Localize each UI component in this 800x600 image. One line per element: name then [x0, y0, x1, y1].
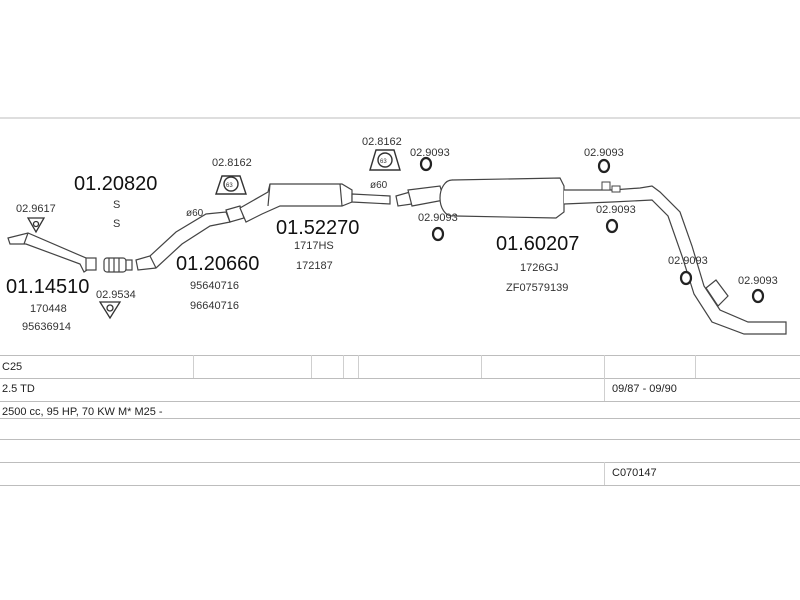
- rear-silencer-ref-2: ZF07579139: [506, 282, 568, 294]
- dia-a-label: ø60: [186, 208, 204, 219]
- front-pipe-drawing: [7, 232, 97, 273]
- intermediate-note-1: S: [113, 199, 120, 211]
- intermediate-note-2: S: [113, 218, 120, 230]
- flange-gasket-icon: [98, 301, 122, 320]
- front-pipe-number: 01.14510: [6, 276, 89, 298]
- front-gasket-label: 02.9617: [16, 203, 56, 215]
- rubber-5-label: 02.9093: [668, 255, 708, 267]
- dia-b-label: ø60: [370, 180, 388, 191]
- middle-silencer-ref-1: 1717HS: [294, 240, 334, 252]
- mid-pipe-ref-2: 96640716: [190, 300, 239, 312]
- flange-gasket-label: 02.9534: [96, 289, 136, 301]
- mid-pipe-ref-1: 95640716: [190, 280, 239, 292]
- middle-silencer-ref-2: 172187: [296, 260, 333, 272]
- rubber-4-label: 02.9093: [596, 204, 636, 216]
- connector-pipe-drawing: [395, 185, 445, 207]
- mid-pipe-number: 01.20660: [176, 253, 259, 275]
- flex-coupling-drawing: [103, 257, 133, 273]
- middle-silencer-number: 01.52270: [276, 217, 359, 239]
- rubber-6-label: 02.9093: [738, 275, 778, 287]
- rubber-1-label: 02.9093: [410, 147, 450, 159]
- rubber-2-label: 02.9093: [418, 212, 458, 224]
- hanger-bracket: [601, 181, 621, 193]
- clamp-icon: [215, 175, 247, 195]
- svg-text:63: 63: [226, 183, 233, 189]
- front-pipe-ref-1: 170448: [30, 303, 67, 315]
- clamp-icon: [369, 149, 401, 171]
- rear-silencer-ref-1: 1726GJ: [520, 262, 559, 274]
- middle-silencer-drawing: [239, 183, 391, 223]
- rear-silencer-drawing: [439, 177, 787, 335]
- svg-text:63: 63: [380, 159, 387, 165]
- front-pipe-ref-2: 95636914: [22, 321, 71, 333]
- gasket-icon: [26, 217, 46, 234]
- clamp-b-label: 02.8162: [362, 136, 402, 148]
- intermediate-pipe-number: 01.20820: [74, 173, 157, 195]
- rear-silencer-number: 01.60207: [496, 233, 579, 255]
- rubber-hanger-icon: [419, 156, 765, 304]
- clamp-a-label: 02.8162: [212, 157, 252, 169]
- rubber-3-label: 02.9093: [584, 147, 624, 159]
